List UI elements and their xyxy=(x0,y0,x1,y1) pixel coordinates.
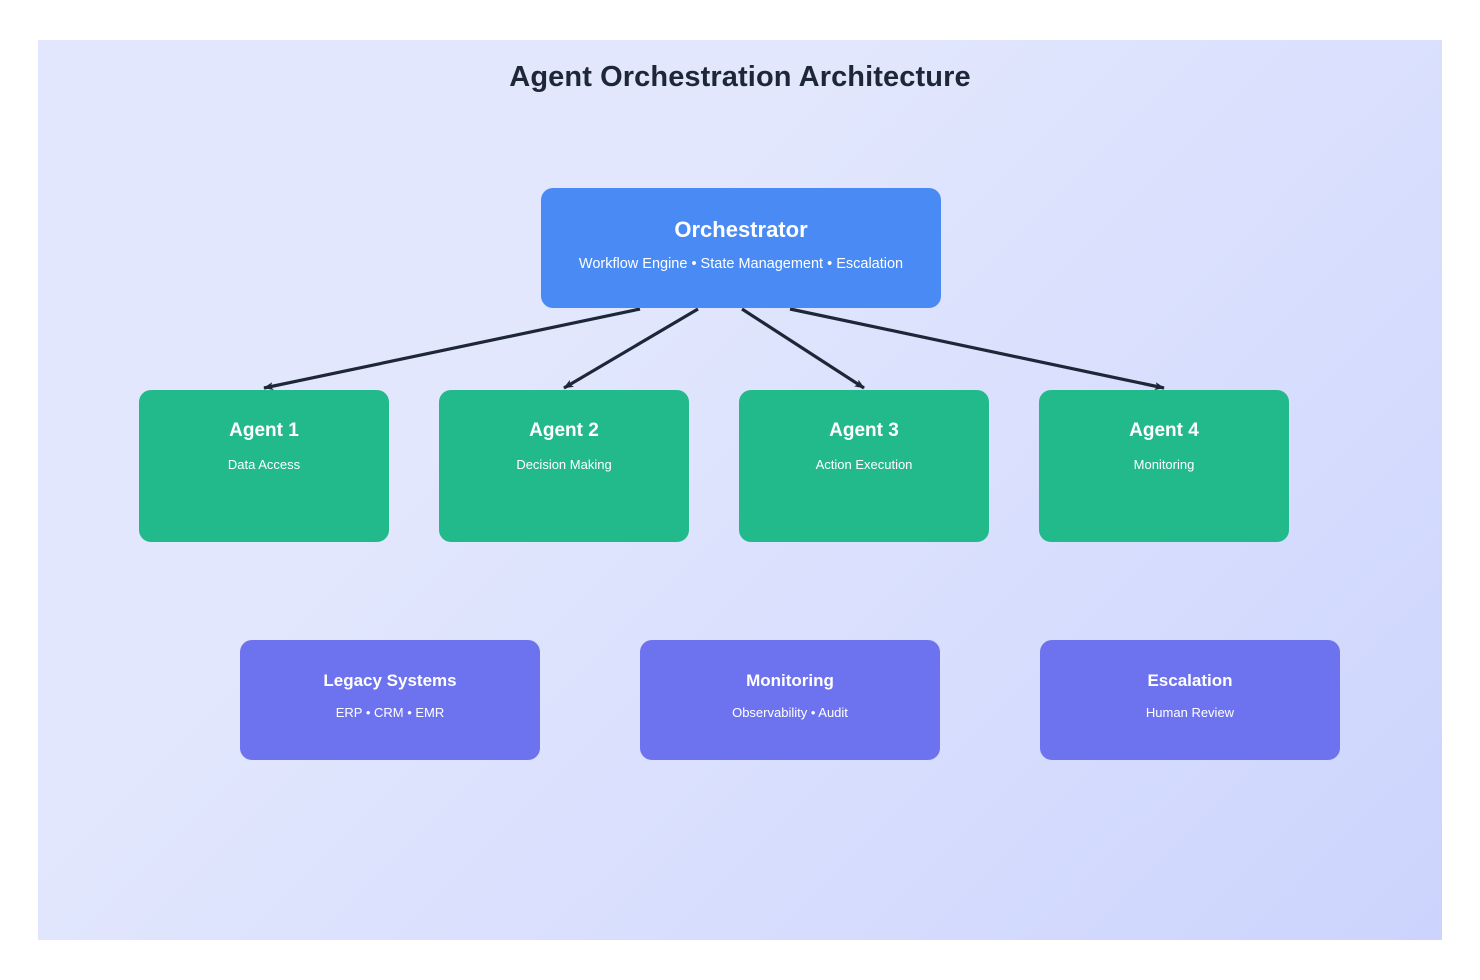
node-agent-2[interactable]: Agent 2 Decision Making xyxy=(439,390,689,542)
connector-arrow-4 xyxy=(789,307,1165,391)
node-escalation-title: Escalation xyxy=(1147,671,1233,690)
node-agent-1-title: Agent 1 xyxy=(229,420,299,441)
node-orchestrator[interactable]: Orchestrator Workflow Engine • State Man… xyxy=(541,188,941,308)
node-agent-2-subtitle: Decision Making xyxy=(516,456,612,472)
node-legacy-systems-subtitle: ERP • CRM • EMR xyxy=(335,704,445,720)
node-agent-3[interactable]: Agent 3 Action Execution xyxy=(739,390,989,542)
node-monitoring[interactable]: Monitoring Observability • Audit xyxy=(640,640,940,760)
node-monitoring-title: Monitoring xyxy=(746,671,834,690)
connector-arrow-1 xyxy=(263,307,641,391)
node-agent-1[interactable]: Agent 1 Data Access xyxy=(139,390,389,542)
node-escalation[interactable]: Escalation Human Review xyxy=(1040,640,1340,760)
connector-arrow-2 xyxy=(563,307,699,390)
page-title: Agent Orchestration Architecture xyxy=(509,61,971,93)
node-orchestrator-title: Orchestrator xyxy=(674,217,808,242)
node-agent-3-title: Agent 3 xyxy=(829,420,899,441)
node-escalation-subtitle: Human Review xyxy=(1145,704,1235,720)
connector-arrow-3 xyxy=(741,307,865,390)
node-legacy-systems[interactable]: Legacy Systems ERP • CRM • EMR xyxy=(240,640,540,760)
diagram-canvas: Agent Orchestration Architecture Orchest… xyxy=(38,40,1442,940)
node-agent-4[interactable]: Agent 4 Monitoring xyxy=(1039,390,1289,542)
node-agent-2-title: Agent 2 xyxy=(529,420,599,441)
node-agent-4-subtitle: Monitoring xyxy=(1133,456,1195,472)
node-agent-3-subtitle: Action Execution xyxy=(815,456,913,472)
node-monitoring-subtitle: Observability • Audit xyxy=(732,704,848,720)
node-orchestrator-subtitle: Workflow Engine • State Management • Esc… xyxy=(578,256,904,273)
node-agent-4-title: Agent 4 xyxy=(1129,420,1199,441)
node-agent-1-subtitle: Data Access xyxy=(227,456,301,472)
node-legacy-systems-title: Legacy Systems xyxy=(323,671,457,690)
